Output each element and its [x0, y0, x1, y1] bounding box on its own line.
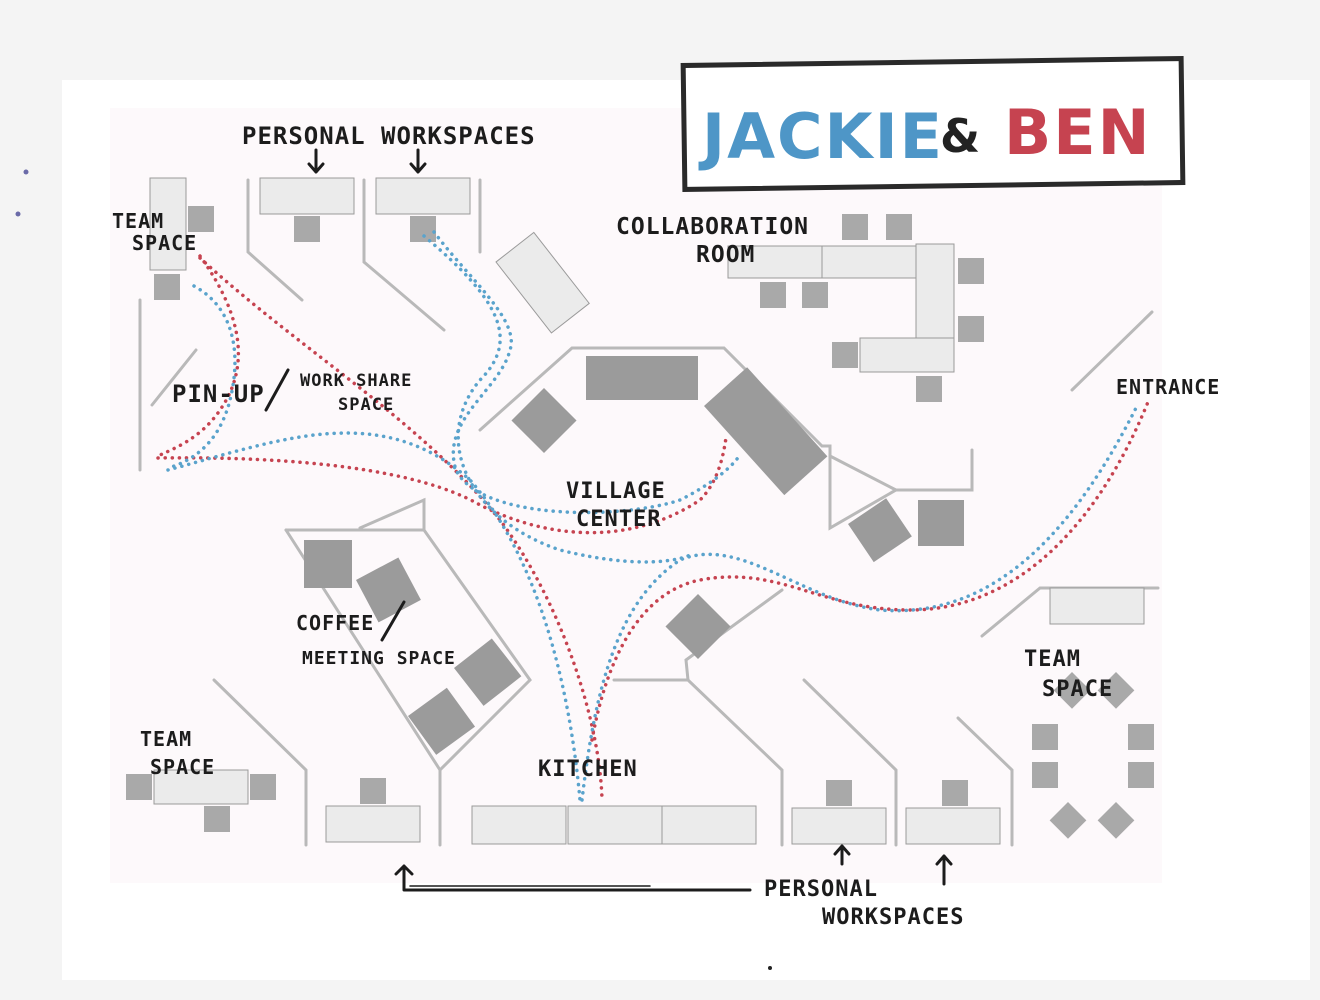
margin-dot: [23, 169, 29, 175]
arrow-down-icon: [409, 148, 427, 174]
margin-dot: [15, 211, 21, 217]
label-team-space-right-line2: SPACE: [1042, 677, 1113, 702]
label-collaboration-room-line1: COLLABORATION: [616, 214, 809, 240]
pinup-slash: [264, 368, 290, 412]
label-team-space-right-line1: TEAM: [1024, 647, 1081, 672]
label-personal-workspaces-bottom-line1: PERSONAL: [764, 877, 878, 902]
label-work-share-line1: WORK SHARE: [300, 371, 412, 391]
label-work-share-line2: SPACE: [338, 395, 394, 415]
label-village-center-line2: CENTER: [576, 507, 661, 532]
red-path-pinup-to-village: [156, 436, 728, 535]
circulation-paths: [156, 230, 1150, 802]
arrow-up-icon: [833, 844, 851, 866]
blue-path-village-to-kitchen: [422, 234, 692, 564]
label-meeting-space: MEETING SPACE: [302, 648, 456, 669]
label-team-space-bottom-left-line1: TEAM: [140, 727, 192, 751]
label-kitchen: KITCHEN: [538, 757, 638, 782]
label-team-space-bottom-left-line2: SPACE: [150, 755, 215, 779]
label-personal-workspaces-top: PERSONAL WORKSPACES: [242, 122, 536, 150]
arrow-up-icon: [935, 854, 953, 886]
title-box: JACKIE & BEN: [680, 55, 1186, 193]
arrow-up-icon: [394, 864, 752, 892]
label-team-space-top-left-line2: SPACE: [132, 231, 197, 255]
arrow-down-icon: [307, 148, 325, 174]
annotation-arrows: [264, 148, 953, 892]
furniture: [126, 177, 1154, 845]
label-personal-workspaces-bottom-line2: WORKSPACES: [822, 905, 964, 930]
label-entrance: ENTRANCE: [1116, 375, 1220, 399]
label-pin-up: PIN-UP: [172, 380, 265, 408]
title-name-jackie: JACKIE: [698, 100, 944, 173]
label-coffee: COFFEE: [296, 611, 374, 635]
title-name-ben: BEN: [1004, 96, 1152, 169]
room-labels: PERSONAL WORKSPACES TEAM SPACE COLLABORA…: [112, 122, 1220, 930]
coffee-slash: [380, 600, 406, 642]
title-ampersand: &: [940, 109, 980, 163]
stray-dot: [768, 966, 772, 970]
walls: [138, 178, 1160, 847]
blue-path-kitchen-to-entrance: [580, 402, 1140, 802]
label-collaboration-room-line2: ROOM: [696, 242, 755, 268]
blue-path-pinup-diagonal: [166, 431, 582, 802]
label-village-center-line1: VILLAGE: [566, 479, 666, 504]
blue-path-workspace-to-village: [432, 230, 742, 515]
red-path-team-to-pinup: [156, 254, 241, 458]
red-path-kitchen-to-entrance: [590, 400, 1150, 742]
label-team-space-top-left-line1: TEAM: [112, 209, 164, 233]
floor-area: [110, 108, 1162, 883]
blue-path-team-to-pinup: [166, 284, 237, 470]
